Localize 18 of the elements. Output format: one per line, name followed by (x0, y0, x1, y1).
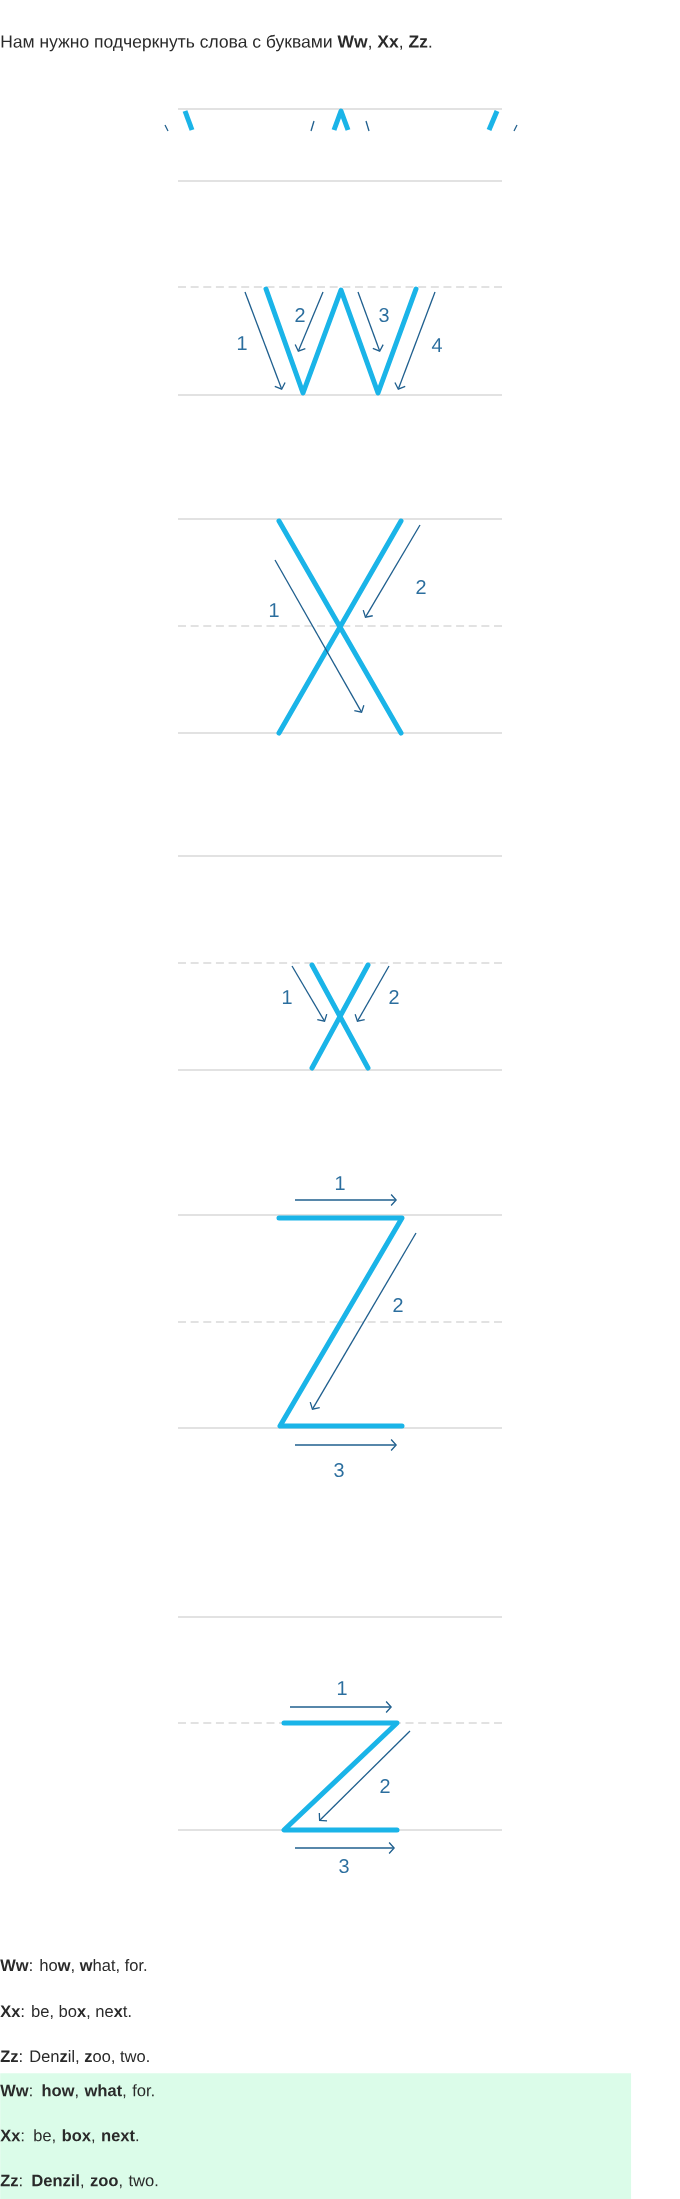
stroke-number: 1 (282, 990, 292, 1004)
stroke-number: 2 (380, 1779, 390, 1793)
stroke-number: 3 (379, 307, 389, 323)
stroke-number: 1 (335, 1176, 345, 1190)
task-text: Нам нужно подчеркнуть слова с буквами Ww, Xx, Zz. (1, 34, 432, 52)
stroke-number: 2 (393, 1298, 403, 1312)
stroke-number: 1 (237, 336, 247, 350)
word-list-line: Ww: how, what, for. (0, 1959, 147, 1974)
answer-panel: Ww: how, what, for. Xx: be, box, next. Zz: Denzil, zoo, two. (0, 2073, 632, 2199)
stroke-number: 3 (334, 1462, 344, 1478)
stroke-number: 1 (269, 603, 279, 617)
word-list-line: Xx: be, box, next. (0, 2005, 131, 2020)
stroke-number: 1 (337, 1681, 347, 1695)
stroke-number: 2 (416, 580, 426, 594)
stroke-number: 4 (431, 338, 442, 352)
stroke-number: 3 (339, 1858, 349, 1874)
stroke-number: 2 (295, 308, 305, 322)
stroke-number: 2 (389, 990, 399, 1004)
